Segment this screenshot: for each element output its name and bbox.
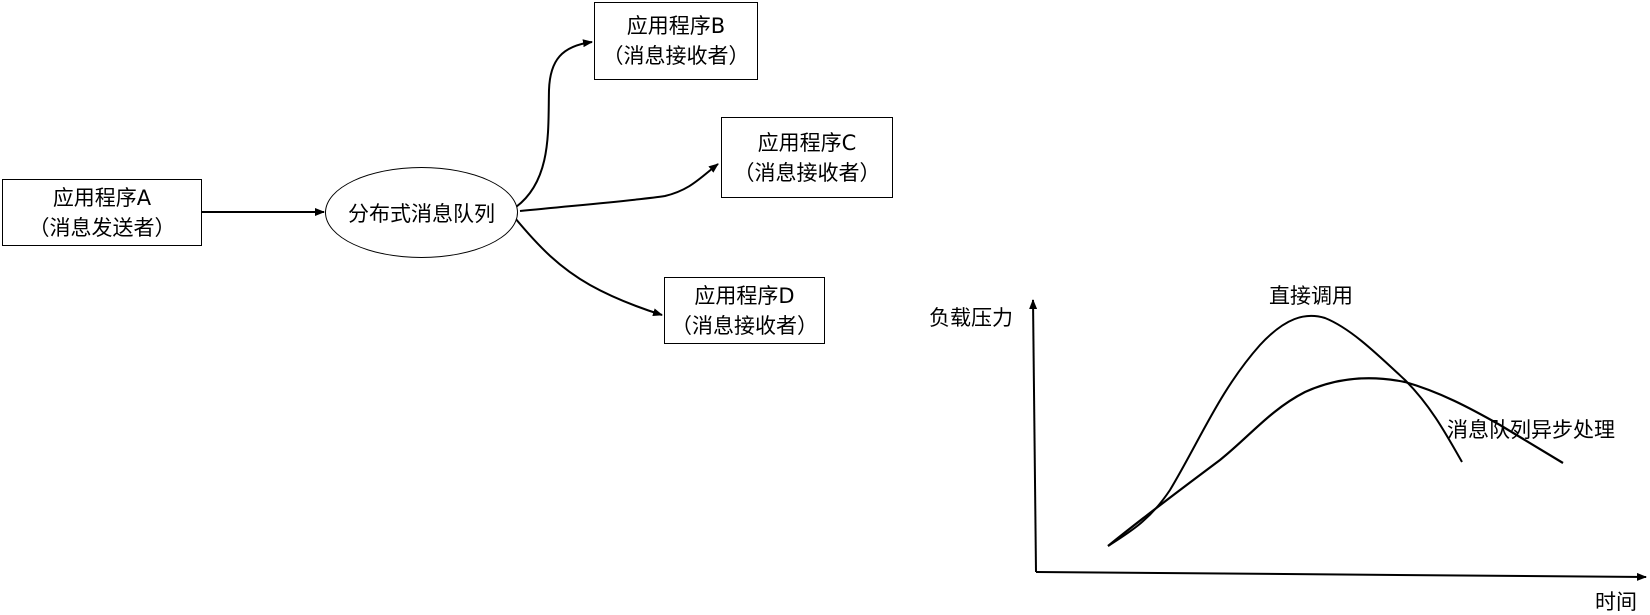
arrow-queue-to-c bbox=[519, 163, 719, 212]
curve-mq-async-label: 消息队列异步处理 bbox=[1447, 418, 1615, 442]
message-queue-node: 分布式消息队列 bbox=[325, 167, 518, 258]
x-axis bbox=[1035, 571, 1647, 581]
receiver-d-name: 应用程序D bbox=[694, 283, 795, 308]
sender-box-a: 应用程序A （消息发送者） bbox=[2, 179, 202, 246]
receiver-c-role: （消息接收者） bbox=[733, 160, 881, 185]
curve-direct-call-label: 直接调用 bbox=[1269, 284, 1353, 308]
receiver-b-role: （消息接收者） bbox=[602, 44, 750, 68]
receiver-box-c: 应用程序C （消息接收者） bbox=[721, 117, 893, 198]
curve-direct-call bbox=[1107, 314, 1463, 547]
receiver-b-name: 应用程序B bbox=[626, 14, 726, 38]
curve-mq-async bbox=[1107, 377, 1564, 547]
y-axis-label: 负载压力 bbox=[929, 306, 1013, 330]
y-axis bbox=[1029, 299, 1038, 573]
sender-name: 应用程序A bbox=[52, 185, 152, 210]
x-axis-label: 时间 bbox=[1595, 590, 1637, 614]
arrow-queue-to-b bbox=[515, 39, 593, 208]
receiver-d-role: （消息接收者） bbox=[671, 313, 818, 338]
receiver-box-b: 应用程序B （消息接收者） bbox=[594, 2, 758, 80]
receiver-box-d: 应用程序D （消息接收者） bbox=[664, 277, 825, 344]
receiver-c-name: 应用程序C bbox=[757, 130, 857, 155]
arrow-queue-to-d bbox=[514, 217, 663, 317]
queue-name: 分布式消息队列 bbox=[348, 201, 495, 226]
sender-role: （消息发送者） bbox=[28, 215, 176, 240]
